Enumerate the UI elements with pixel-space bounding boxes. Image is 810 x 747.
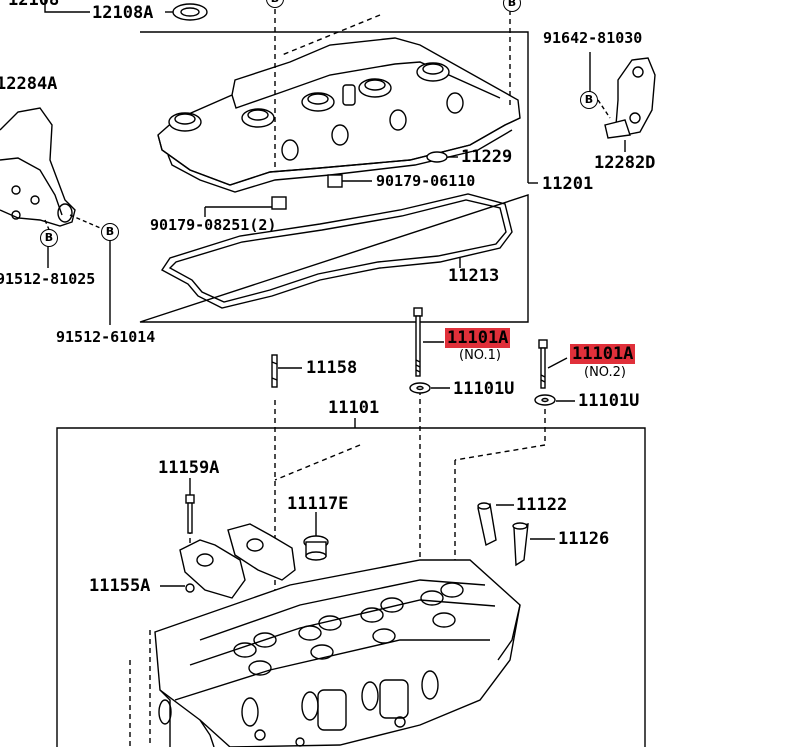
washer-11101u-2 [534,394,556,406]
label-11101u-1: 11101U [453,379,515,399]
bolt-90179-06110 [327,174,343,188]
label-11101a-no1-note: (NO.1) [459,348,501,363]
label-11101a-no2-text: 11101A [570,344,636,364]
label-11126: 11126 [558,529,610,549]
label-12284a: 12284A [0,74,58,94]
head-cover-drawing [157,37,521,193]
bracket-12282d-drawing [589,52,656,152]
label-11101a-no1[interactable]: 11101A [445,328,511,348]
label-11155a: 11155A [89,576,151,596]
label-12108-partial: 12108 [8,0,60,10]
label-90179-06110: 90179-06110 [376,172,476,190]
label-11158: 11158 [306,358,358,378]
cylinder-head-frame [56,427,646,747]
label-11117e: 11117E [287,494,349,514]
ref-marker-b-left-1: B [40,229,58,247]
bolt-90179-08251 [271,196,287,210]
bolt-11159a-drawing [185,478,195,534]
cam-caps-drawing [179,523,296,599]
cylinder-head-drawing [154,559,521,747]
washer-11101u-1 [409,382,431,394]
label-11213: 11213 [448,266,500,286]
ref-marker-b-left-2: B [101,223,119,241]
label-11229: 11229 [461,147,513,167]
label-12108a: 12108A [92,3,154,23]
label-11101a-no1-text: 11101A [445,328,511,348]
label-11122: 11122 [516,495,568,515]
label-11159a: 11159A [158,458,220,478]
plug-11117e-drawing [303,512,329,561]
label-90179-08251: 90179-08251(2) [150,216,277,234]
bracket-12284a-drawing [0,107,111,325]
guide-11122-drawing [477,502,514,547]
seal-11229 [426,151,448,163]
bolt-11101a-no2-drawing [538,339,568,389]
guide-11126-drawing [512,522,555,567]
label-91512-61014: 91512-61014 [56,328,156,346]
stud-11158-drawing [271,354,302,388]
cover-assembly-frame [139,31,529,323]
seal-12108a [172,3,208,21]
label-11101u-2: 11101U [578,391,640,411]
label-11101a-no2-note: (NO.2) [584,365,626,380]
bolt-11101a-no1-drawing [413,307,444,377]
label-11101: 11101 [328,398,380,418]
label-91512-81025: 91512-81025 [0,270,96,288]
label-11101a-no2[interactable]: 11101A [570,344,636,364]
cover-gasket-drawing [160,193,513,309]
ref-marker-b-right: B [580,91,598,109]
label-11201: 11201 [542,174,594,194]
label-91642-81030: 91642-81030 [543,29,643,47]
label-12282d: 12282D [594,153,656,173]
pin-11155a [185,583,195,593]
